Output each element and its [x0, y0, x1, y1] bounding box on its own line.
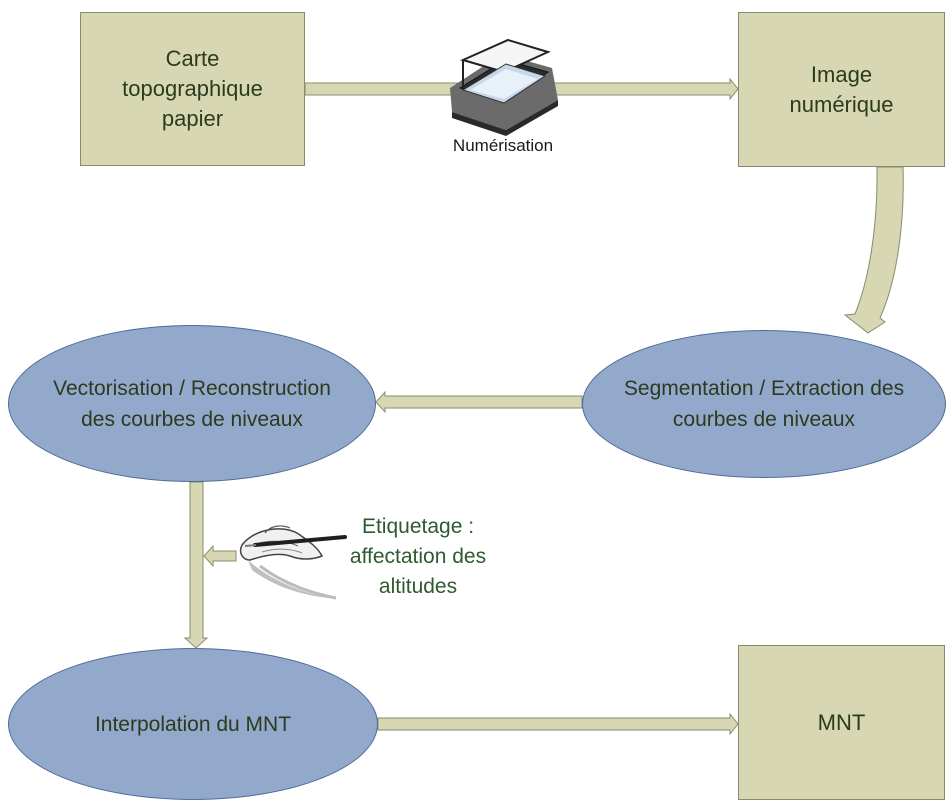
label-etiquetage-line-1: Etiquetage : [361, 515, 475, 538]
label-etiquetage: Etiquetage : affectation des altitudes [318, 512, 518, 602]
scanner-icon [450, 38, 558, 136]
arrow-segmentation-to-vectorisation [375, 390, 583, 414]
node-segmentation-line-2: courbes de niveaux [672, 408, 856, 431]
node-vectorisation-line-2: des courbes de niveaux [81, 407, 303, 431]
arrow-etiquetage [203, 544, 237, 568]
label-numerisation: Numérisation [452, 136, 554, 155]
label-etiquetage-line-3: altitudes [378, 575, 458, 598]
node-vectorisation-line-1: Vectorisation / Reconstruction [53, 376, 331, 400]
node-interpolation: Interpolation du MNT [8, 648, 378, 800]
node-segmentation-line-1: Segmentation / Extraction des [623, 377, 905, 400]
arrow-image-to-segmentation [843, 166, 904, 334]
node-image-numerique: Image numérique [738, 12, 945, 167]
node-segmentation: Segmentation / Extraction des courbes de… [582, 330, 946, 478]
node-image-line-1: Image [810, 61, 873, 87]
node-vectorisation: Vectorisation / Reconstruction des courb… [8, 325, 376, 482]
pen-hand-icon [239, 525, 347, 600]
node-carte-line-1: Carte [165, 46, 220, 71]
node-image-line-2: numérique [789, 91, 894, 117]
node-carte-topographique: Carte topographique papier [80, 12, 305, 166]
arrow-vectorisation-to-interpolation [183, 481, 209, 649]
node-carte-line-3: papier [161, 106, 224, 131]
label-etiquetage-line-2: affectation des [349, 545, 487, 568]
node-mnt-line-1: MNT [817, 709, 866, 735]
arrow-interpolation-to-mnt [377, 712, 739, 736]
node-carte-line-2: topographique [122, 76, 263, 101]
node-mnt: MNT [738, 645, 945, 800]
node-interpolation-line-1: Interpolation du MNT [94, 712, 292, 736]
